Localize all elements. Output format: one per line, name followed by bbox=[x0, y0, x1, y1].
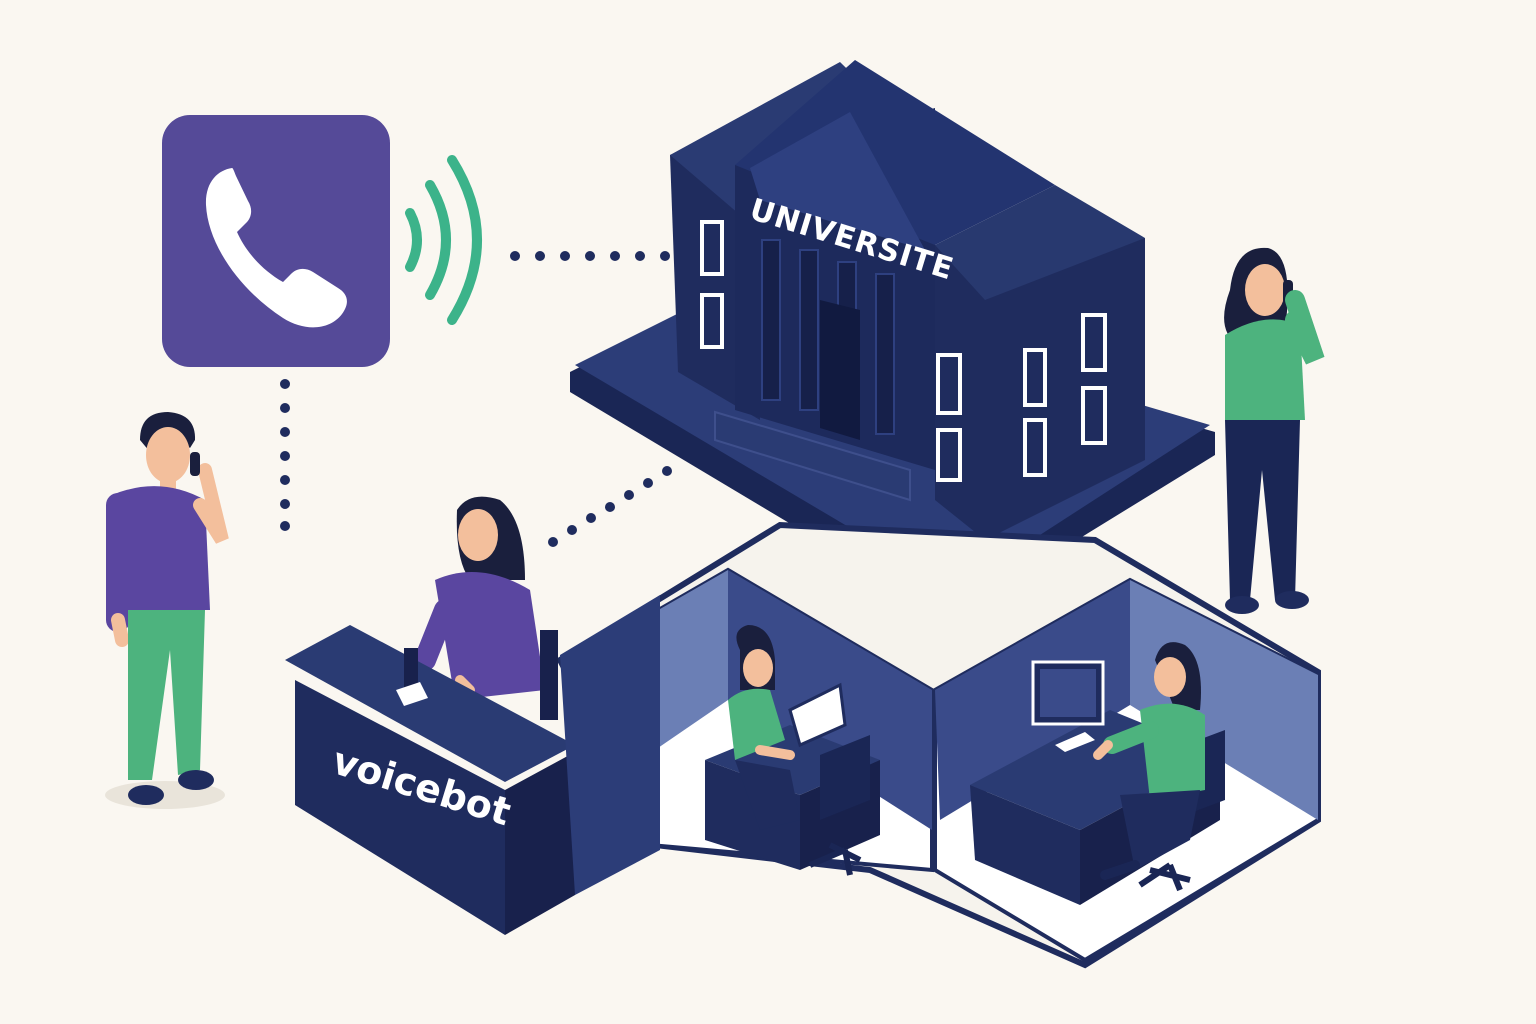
worker-left-cubicle bbox=[728, 625, 800, 830]
phone-icon bbox=[205, 168, 347, 328]
dotted-connector-icon-to-caller bbox=[280, 379, 290, 531]
dotted-connector-desk-to-building bbox=[548, 466, 672, 547]
university-building: UNIVERSITE bbox=[570, 60, 1215, 612]
dotted-connector-icon-to-building bbox=[510, 251, 670, 261]
worker-right-cubicle bbox=[1093, 642, 1205, 880]
caller-woman bbox=[1224, 247, 1325, 614]
phone-app-icon bbox=[162, 115, 390, 367]
receptionist bbox=[414, 496, 558, 720]
phone-icon-background bbox=[162, 115, 390, 367]
signal-waves-icon bbox=[405, 155, 482, 325]
cubicles bbox=[556, 521, 1321, 969]
caller-man bbox=[105, 412, 229, 809]
reception-desk: voicebot bbox=[285, 496, 660, 935]
